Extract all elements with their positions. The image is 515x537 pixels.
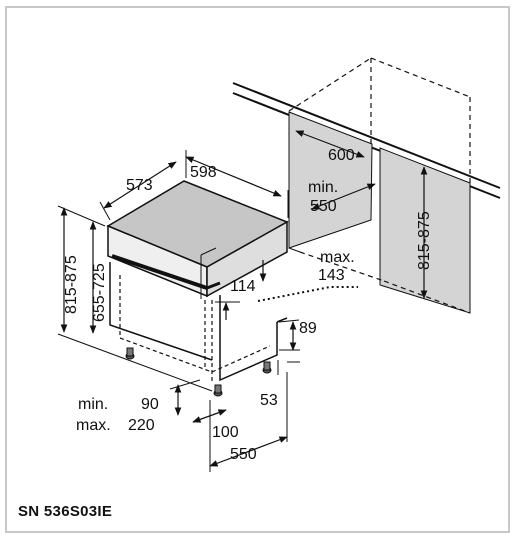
panel-114-label: 114: [230, 278, 256, 295]
diagram-border: [5, 6, 510, 533]
niche-min-value: 550: [310, 198, 337, 215]
niche-min-label: min.: [308, 179, 338, 196]
depth-573-label: 573: [126, 177, 153, 194]
height-outer-label: 815-875: [63, 255, 80, 314]
depth-100-label: 100: [212, 424, 239, 441]
plinth-53-label: 53: [260, 392, 278, 409]
body-dimension-lines: [57, 150, 358, 472]
dishwasher-feet: [125, 347, 272, 397]
depth-550-label: 550: [230, 446, 257, 463]
foot-max-value: 220: [128, 417, 155, 434]
dishwasher-body: [106, 180, 289, 382]
max-label: max.: [320, 249, 355, 266]
plinth-89-label: 89: [299, 320, 317, 337]
niche-height-label: 815-875: [416, 211, 433, 270]
niche-dimension-lines: [295, 130, 428, 299]
niche-width-label: 600: [328, 147, 355, 164]
width-598-label: 598: [190, 164, 217, 181]
foot-max-label: max.: [76, 417, 111, 434]
foot-min-label: min.: [78, 396, 108, 413]
max-value: 143: [318, 267, 345, 284]
model-caption: SN 536S03IE: [18, 503, 113, 520]
foot-min-value: 90: [141, 396, 159, 413]
kitchen-niche: [232, 57, 501, 314]
height-inner-label: 655-725: [91, 263, 108, 322]
